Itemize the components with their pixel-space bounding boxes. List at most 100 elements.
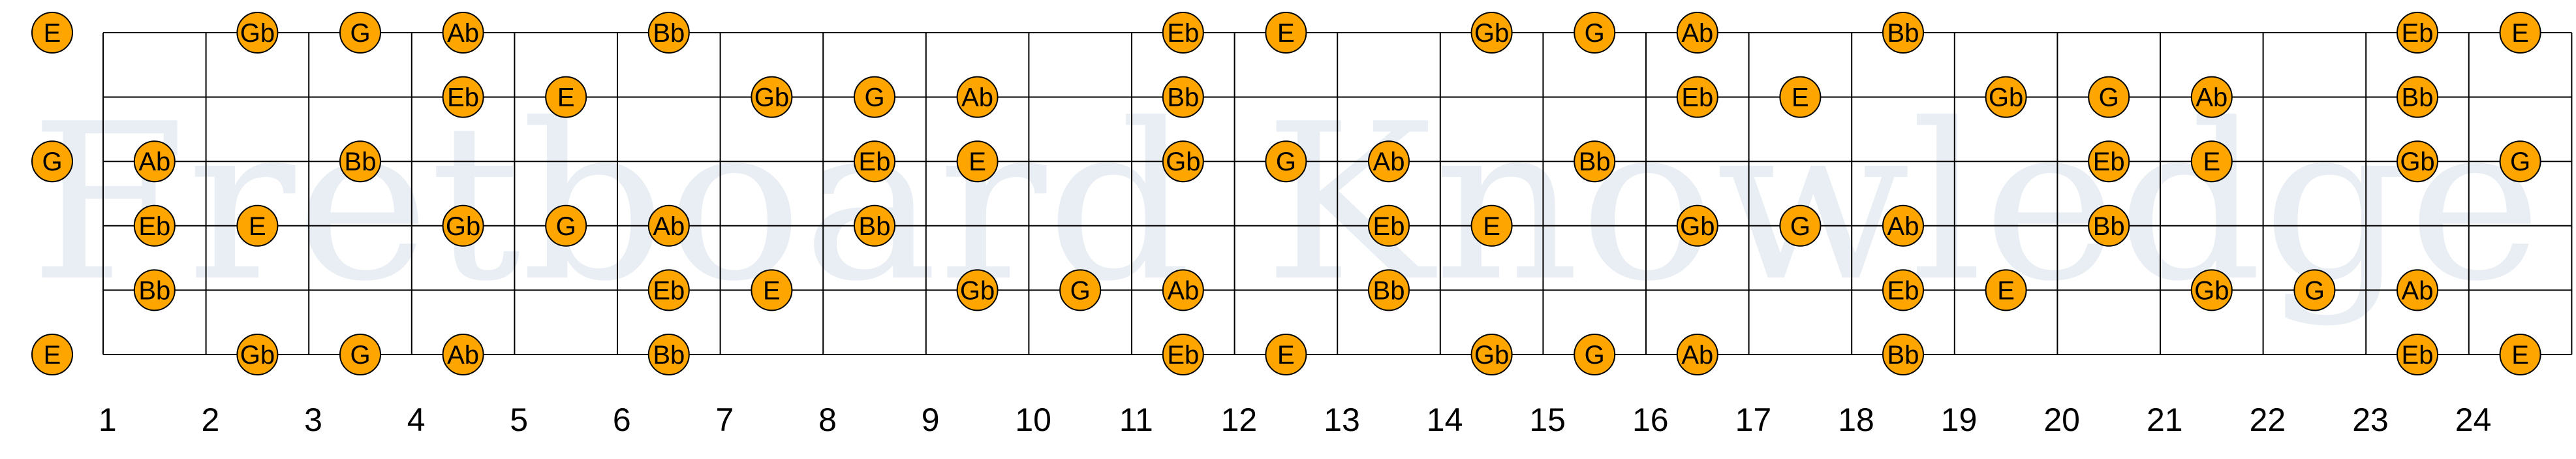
note-circle	[133, 140, 176, 183]
note-circle	[956, 269, 999, 311]
note-marker: Ab	[1162, 269, 1204, 311]
note-label: G	[2099, 84, 2119, 112]
note-marker: Ab	[1368, 140, 1410, 183]
note-marker: Ab	[1676, 334, 1718, 375]
note-circle	[442, 76, 484, 118]
fret-number: 23	[2352, 402, 2389, 438]
note-circle	[31, 334, 73, 375]
note-circle	[1676, 12, 1718, 54]
note-label: Eb	[653, 276, 685, 305]
note-label: E	[44, 19, 61, 48]
note-circle	[2397, 12, 2438, 54]
note-label: Eb	[1373, 212, 1405, 241]
note-label: E	[2511, 341, 2529, 370]
note-label: Bb	[138, 276, 170, 305]
note-circle	[2499, 140, 2541, 183]
fret-number: 13	[1324, 402, 1360, 438]
note-label: Bb	[1887, 341, 1919, 370]
note-label: G	[2510, 148, 2530, 176]
note-marker: Bb	[1368, 269, 1410, 311]
note-circle	[2088, 76, 2130, 118]
note-label: E	[1997, 276, 2015, 305]
note-marker: G	[1059, 269, 1102, 311]
note-label: Gb	[1989, 84, 2023, 112]
note-circle	[236, 334, 279, 375]
fret-number: 4	[407, 402, 426, 438]
note-marker: Eb	[1676, 76, 1718, 118]
note-circle	[1162, 12, 1204, 54]
note-circle	[854, 204, 895, 247]
note-circle	[442, 334, 484, 375]
note-marker: Bb	[854, 204, 895, 247]
note-label: G	[350, 341, 370, 370]
note-label: Ab	[138, 148, 170, 176]
fret-number: 11	[1119, 402, 1153, 438]
note-marker: E	[236, 204, 279, 247]
note-circle	[1985, 76, 2027, 118]
note-marker: Bb	[1162, 76, 1204, 118]
note-marker: Eb	[2088, 140, 2130, 183]
note-label: Ab	[1681, 19, 1713, 48]
fret-number: 3	[304, 402, 322, 438]
fret-number: 7	[715, 402, 734, 438]
note-marker: Ab	[442, 12, 484, 54]
note-marker: Bb	[647, 334, 690, 375]
fret-number: 17	[1735, 402, 1772, 438]
note-label: E	[1277, 341, 1295, 370]
note-label: Bb	[1167, 84, 1199, 112]
note-label: Eb	[2402, 341, 2434, 370]
fret-number: 16	[1632, 402, 1669, 438]
note-marker: Bb	[1882, 334, 1924, 375]
note-marker: E	[956, 140, 999, 183]
note-marker: Ab	[1882, 204, 1924, 247]
fret-number: 15	[1529, 402, 1566, 438]
note-circle	[647, 204, 690, 247]
note-label: Eb	[1887, 276, 1919, 305]
note-circle	[1470, 334, 1513, 375]
note-circle	[1470, 204, 1513, 247]
note-marker: E	[1265, 12, 1307, 54]
note-circle	[2397, 140, 2438, 183]
note-label: E	[1483, 212, 1500, 241]
note-label: Bb	[653, 341, 685, 370]
note-marker: G	[545, 204, 587, 247]
note-label: G	[864, 84, 884, 112]
note-label: Ab	[1681, 341, 1713, 370]
fret-number: 10	[1015, 402, 1051, 438]
note-label: Gb	[240, 341, 275, 370]
note-marker: Gb	[751, 76, 793, 118]
note-marker: Ab	[647, 204, 690, 247]
note-marker: Ab	[442, 334, 484, 375]
note-circle	[956, 140, 999, 183]
note-label: Gb	[1166, 148, 1200, 176]
note-label: G	[1585, 341, 1605, 370]
note-circle	[1676, 334, 1718, 375]
note-circle	[545, 204, 587, 247]
note-label: Gb	[446, 212, 480, 241]
fretboard-grid	[102, 32, 2573, 355]
note-circle	[339, 12, 381, 54]
note-label: E	[249, 212, 266, 241]
note-circle	[31, 12, 73, 54]
note-circle	[1368, 269, 1410, 311]
note-circle	[442, 204, 484, 247]
note-label: G	[1585, 19, 1605, 48]
note-marker: G	[1265, 140, 1307, 183]
note-marker: Ab	[133, 140, 176, 183]
note-circle	[956, 76, 999, 118]
note-marker: Gb	[2397, 140, 2438, 183]
note-label: Ab	[961, 84, 993, 112]
note-marker: Ab	[1676, 12, 1718, 54]
note-label: Ab	[2402, 276, 2434, 305]
note-label: Bb	[1887, 19, 1919, 48]
note-label: G	[2304, 276, 2325, 305]
note-circle	[1368, 204, 1410, 247]
note-marker: Eb	[133, 204, 176, 247]
note-marker: Eb	[2397, 12, 2438, 54]
fret-number: 9	[922, 402, 940, 438]
note-circle	[2499, 334, 2541, 375]
note-circle	[236, 12, 279, 54]
note-circle	[2190, 76, 2233, 118]
note-marker: E	[2190, 140, 2233, 183]
